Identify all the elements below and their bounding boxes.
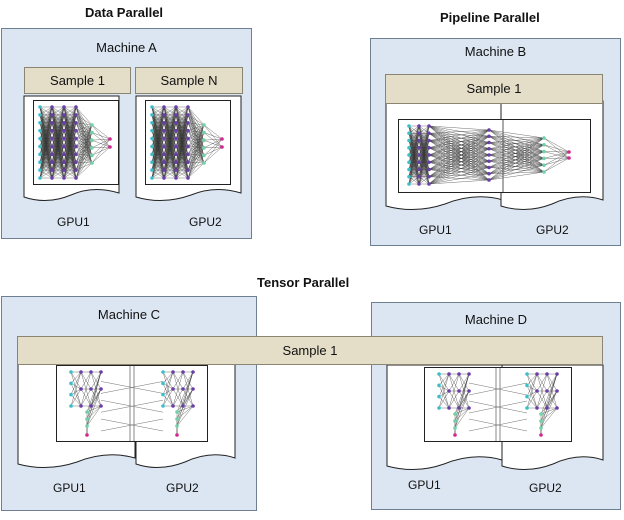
network-diagram-icon	[69, 366, 195, 441]
machine-c-network	[56, 365, 208, 442]
machine-d-network	[424, 367, 572, 442]
machine-a-gpu1-label: GPU1	[57, 215, 90, 229]
tensor-parallel-title: Tensor Parallel	[257, 275, 350, 290]
machine-a-label: Machine A	[96, 40, 157, 55]
machine-a-sample-n: Sample N	[135, 67, 243, 94]
machine-a-gpu1-network	[33, 100, 119, 185]
machine-c-gpu1-label: GPU1	[53, 481, 86, 495]
data-parallel-title: Data Parallel	[85, 5, 164, 20]
network-diagram-icon	[150, 105, 224, 180]
pipeline-parallel-title: Pipeline Parallel	[440, 10, 540, 25]
machine-c-gpu2-label: GPU2	[166, 481, 199, 495]
machine-b-network	[398, 119, 591, 193]
machine-b-label: Machine B	[464, 44, 527, 59]
machine-b-gpu2-label: GPU2	[536, 223, 569, 237]
machine-c-label: Machine C	[97, 307, 161, 322]
machine-d-gpu1-label: GPU1	[408, 478, 441, 492]
network-diagram-icon	[437, 368, 559, 441]
machine-a-gpu2-network	[145, 100, 231, 185]
tensor-sample-1: Sample 1	[17, 336, 603, 365]
machine-b-sample-1: Sample 1	[385, 74, 603, 104]
machine-a-sample-1: Sample 1	[24, 67, 131, 94]
machine-d-gpu2-label: GPU2	[529, 481, 562, 495]
network-diagram-icon	[407, 120, 571, 192]
network-diagram-icon	[38, 105, 112, 180]
machine-a-gpu2-label: GPU2	[189, 215, 222, 229]
machine-b-gpu1-label: GPU1	[419, 223, 452, 237]
machine-d-label: Machine D	[464, 312, 528, 327]
